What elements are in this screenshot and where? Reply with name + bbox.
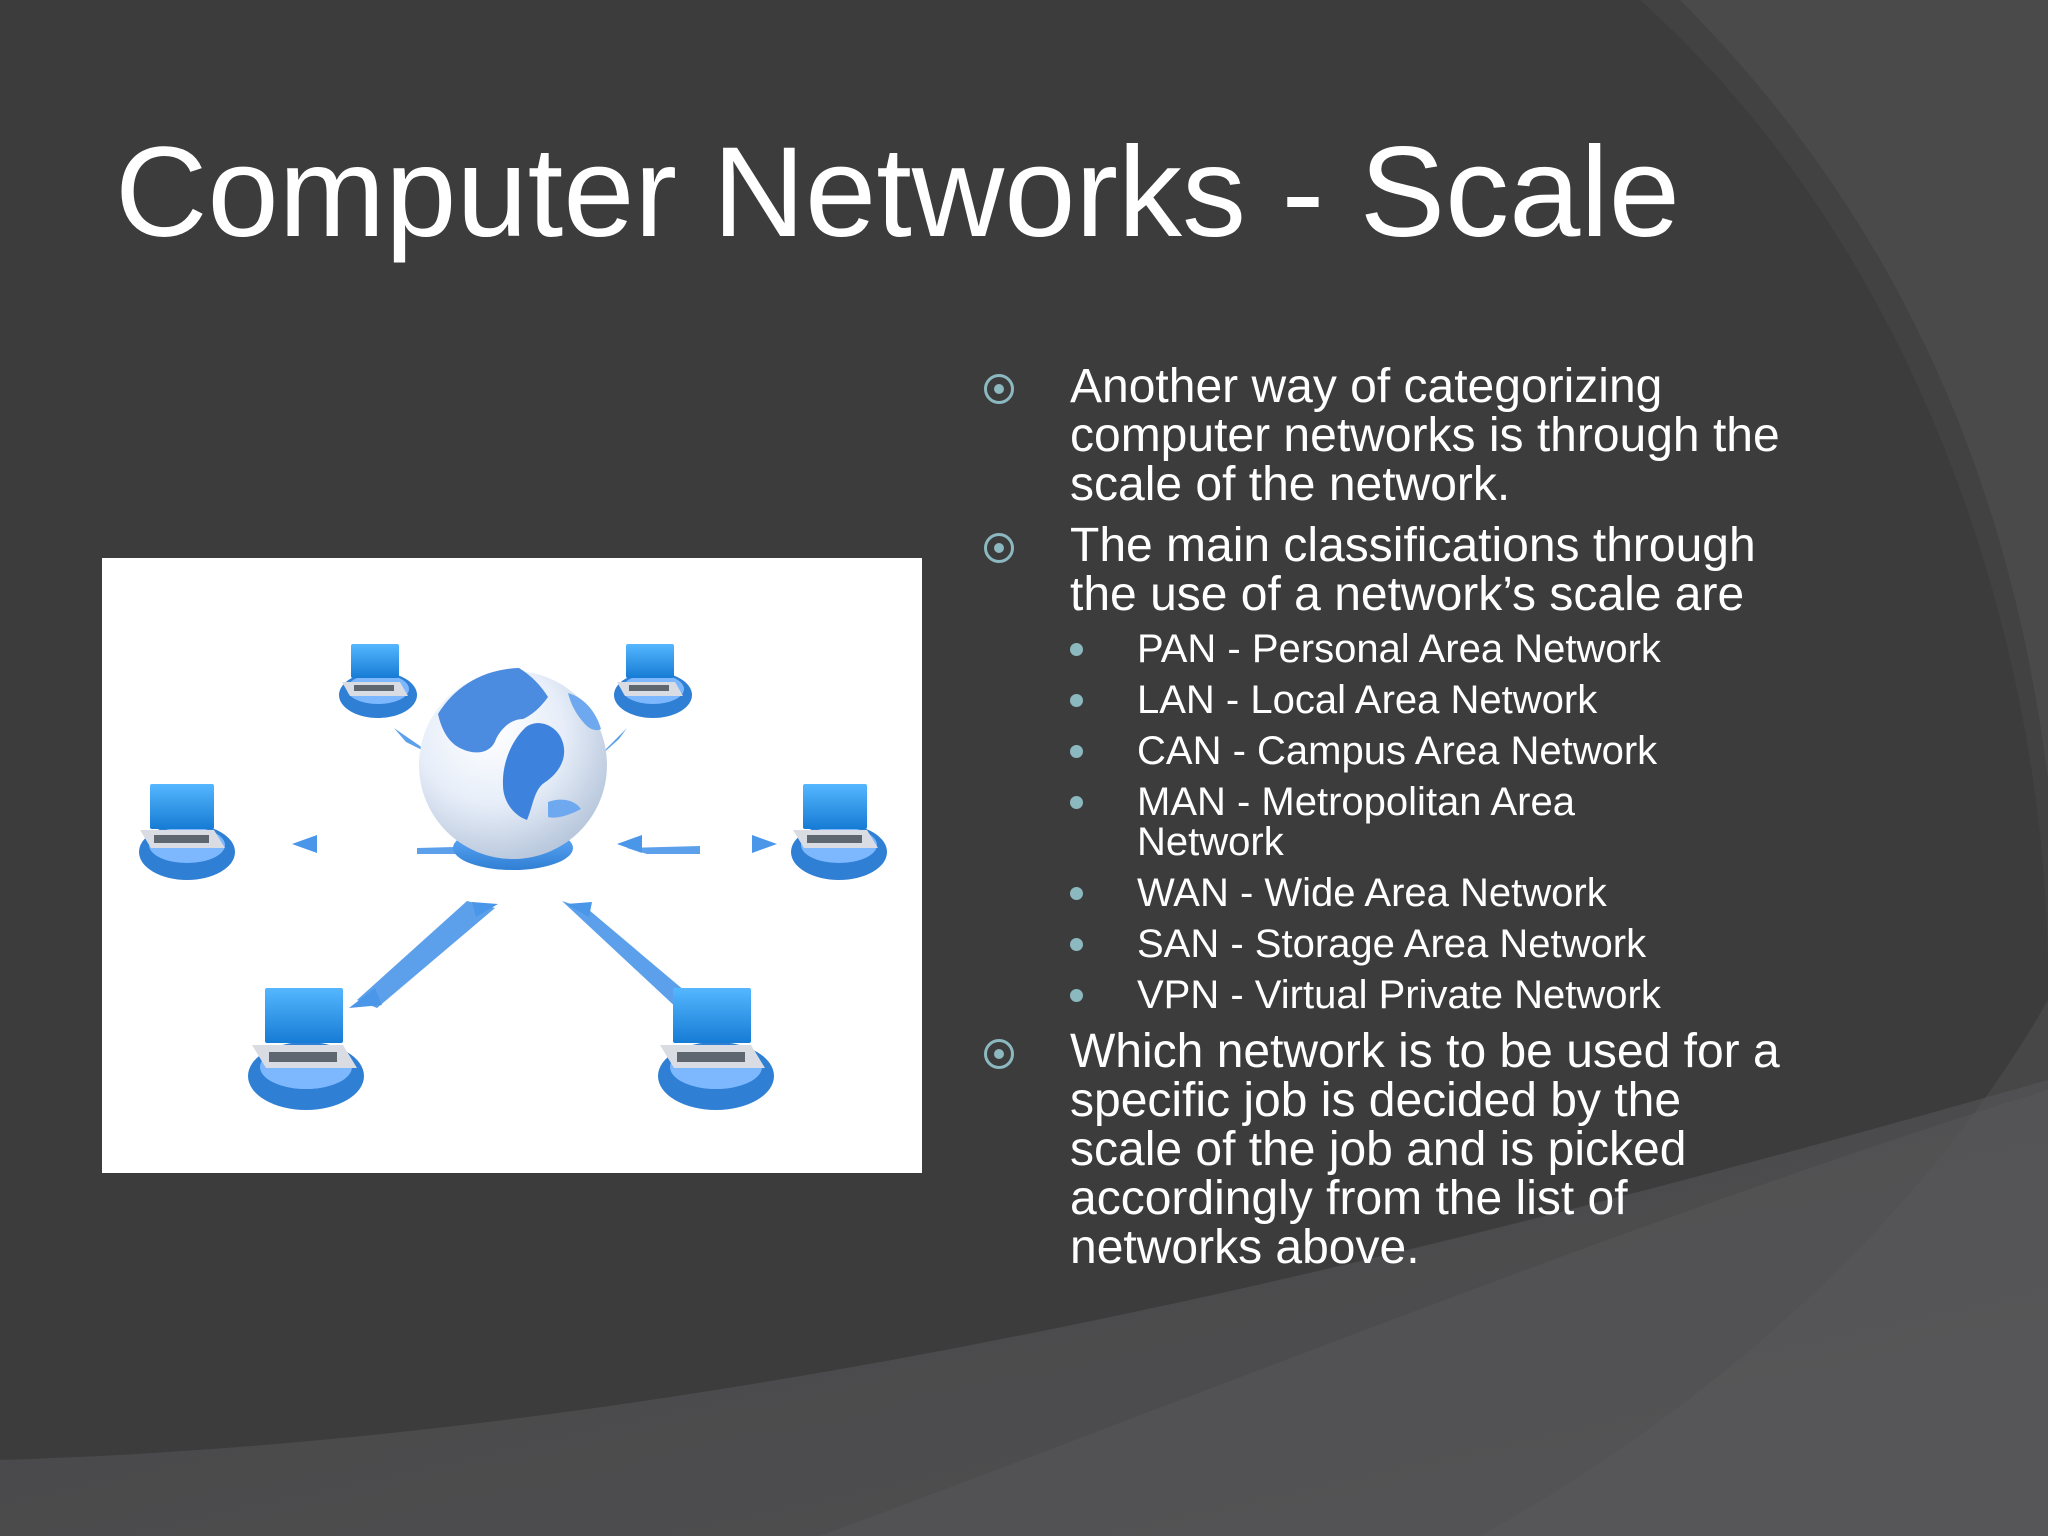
list-item: VPN - Virtual Private Network — [1070, 975, 1697, 1015]
laptop-left — [139, 784, 235, 880]
dot-bullet-icon — [1070, 887, 1083, 900]
list-item: MAN - Metropolitan Area Network — [1070, 782, 1697, 862]
dot-bullet-icon — [1070, 694, 1083, 707]
list-item-text: MAN - Metropolitan Area Network — [1137, 780, 1575, 864]
laptop-top-right — [614, 644, 692, 718]
network-illustration — [102, 558, 922, 1173]
network-classification-list: PAN - Personal Area Network LAN - Local … — [1070, 629, 1994, 1015]
laptop-top-left — [339, 644, 417, 718]
list-item: LAN - Local Area Network — [1070, 680, 1697, 720]
dot-bullet-icon — [1070, 643, 1083, 656]
circle-bullet-icon — [984, 533, 1014, 563]
bullet-text: Another way of categorizing computer net… — [1070, 360, 1780, 511]
list-item-text: VPN - Virtual Private Network — [1137, 973, 1661, 1017]
dot-bullet-icon — [1070, 989, 1083, 1002]
bullet-content: Another way of categorizing computer net… — [984, 362, 1994, 1284]
list-item: CAN - Campus Area Network — [1070, 731, 1697, 771]
dot-bullet-icon — [1070, 938, 1083, 951]
network-globe-image — [102, 558, 922, 1173]
list-item-text: PAN - Personal Area Network — [1137, 627, 1661, 671]
slide-title: Computer Networks - Scale — [115, 121, 1680, 264]
list-item-text: CAN - Campus Area Network — [1137, 729, 1658, 773]
list-item: SAN - Storage Area Network — [1070, 924, 1697, 964]
circle-bullet-icon — [984, 1039, 1014, 1069]
dot-bullet-icon — [1070, 745, 1083, 758]
list-item: PAN - Personal Area Network — [1070, 629, 1697, 669]
bullet-item: Which network is to be used for a specif… — [984, 1027, 1994, 1272]
laptop-bottom-right — [658, 988, 774, 1110]
list-item-text: LAN - Local Area Network — [1137, 678, 1598, 722]
list-item-text: WAN - Wide Area Network — [1137, 871, 1607, 915]
bullet-item: Another way of categorizing computer net… — [984, 362, 1994, 509]
laptop-bottom-left — [248, 988, 364, 1110]
circle-bullet-icon — [984, 374, 1014, 404]
bullet-text: Which network is to be used for a specif… — [1070, 1025, 1780, 1274]
list-item: WAN - Wide Area Network — [1070, 873, 1697, 913]
laptop-right — [791, 784, 887, 880]
dot-bullet-icon — [1070, 796, 1083, 809]
bullet-item: The main classifications through the use… — [984, 521, 1994, 1015]
list-item-text: SAN - Storage Area Network — [1137, 922, 1647, 966]
bullet-text: The main classifications through the use… — [1070, 519, 1756, 621]
